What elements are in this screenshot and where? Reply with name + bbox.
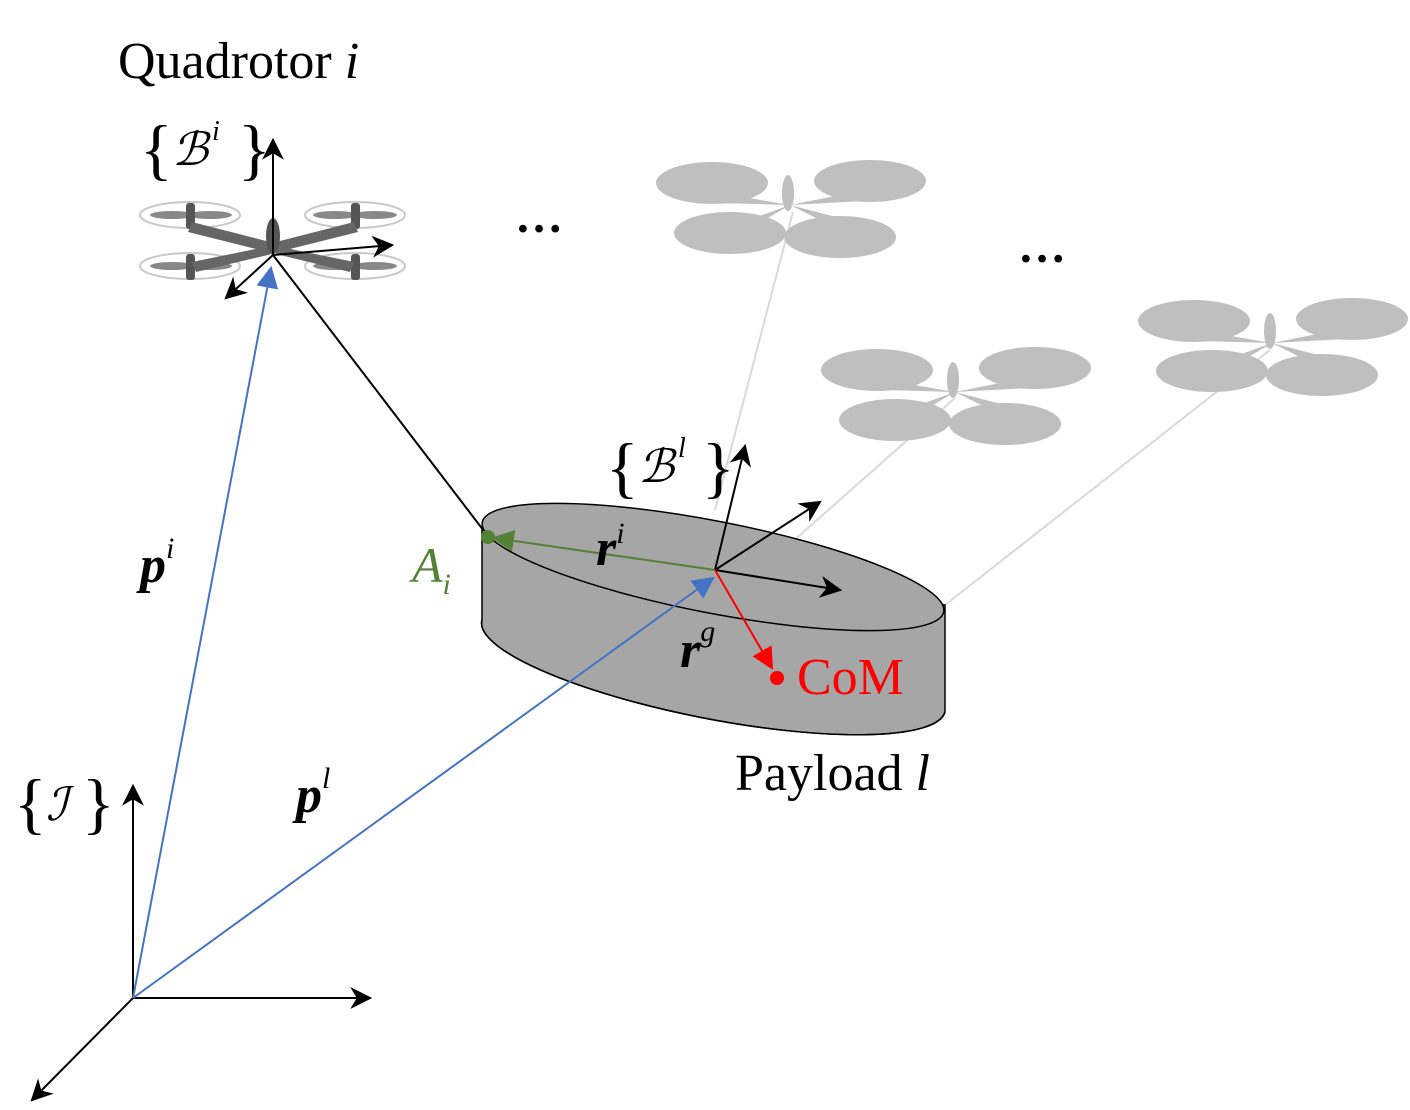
attach-point-label: Ai bbox=[409, 537, 451, 601]
com-label: CoM bbox=[797, 649, 904, 706]
com-point bbox=[770, 671, 784, 685]
r-com-label: rg bbox=[680, 615, 715, 679]
p-quad-label: pi bbox=[136, 532, 174, 594]
svg-text:i: i bbox=[212, 116, 220, 147]
svg-text:}: } bbox=[82, 765, 115, 841]
quadrotor-i bbox=[139, 137, 406, 300]
svg-text:ℐ: ℐ bbox=[46, 777, 75, 831]
attachment-vector bbox=[481, 529, 716, 571]
svg-text:{: { bbox=[140, 111, 173, 187]
svg-text:ℬ: ℬ bbox=[172, 122, 211, 176]
payload-frame-axes bbox=[714, 443, 843, 598]
p-quad-vector bbox=[132, 265, 279, 999]
attachment-point bbox=[481, 530, 495, 544]
svg-text:{: { bbox=[606, 429, 639, 505]
cable-ghost-3 bbox=[944, 349, 1271, 606]
frame-label-payload-body: { ℬ l } bbox=[606, 429, 735, 505]
frame-label-inertial: { ℐ } bbox=[14, 765, 115, 841]
frame-label-quad-body: { ℬ i } bbox=[140, 111, 271, 187]
ghost-quadrotor-2 bbox=[821, 347, 1091, 445]
quadrotor-label: Quadrotor i bbox=[118, 33, 359, 90]
p-payload-vector bbox=[132, 576, 715, 999]
ellipsis-2: … bbox=[1018, 220, 1066, 273]
p-payload-label: pl bbox=[292, 762, 330, 824]
cable-quad-i bbox=[272, 254, 488, 536]
ellipsis-1: … bbox=[515, 190, 563, 243]
svg-text:l: l bbox=[678, 433, 686, 464]
svg-text:ℬ: ℬ bbox=[638, 439, 677, 493]
payload-body bbox=[480, 502, 946, 736]
payload-label: Payload l bbox=[735, 745, 930, 802]
r-attach-label: ri bbox=[596, 517, 625, 577]
inertial-frame-axes bbox=[30, 783, 373, 1102]
svg-text:}: } bbox=[238, 111, 271, 187]
cable-ghost-1 bbox=[714, 211, 794, 511]
quadrotor-frame-axes bbox=[224, 137, 395, 300]
svg-text:{: { bbox=[14, 765, 47, 841]
com-vector bbox=[714, 569, 784, 685]
ghost-quadrotor-1 bbox=[656, 160, 926, 258]
position-vectors bbox=[132, 265, 715, 999]
ghost-quadrotor-3 bbox=[1138, 298, 1408, 396]
svg-text:}: } bbox=[702, 429, 735, 505]
